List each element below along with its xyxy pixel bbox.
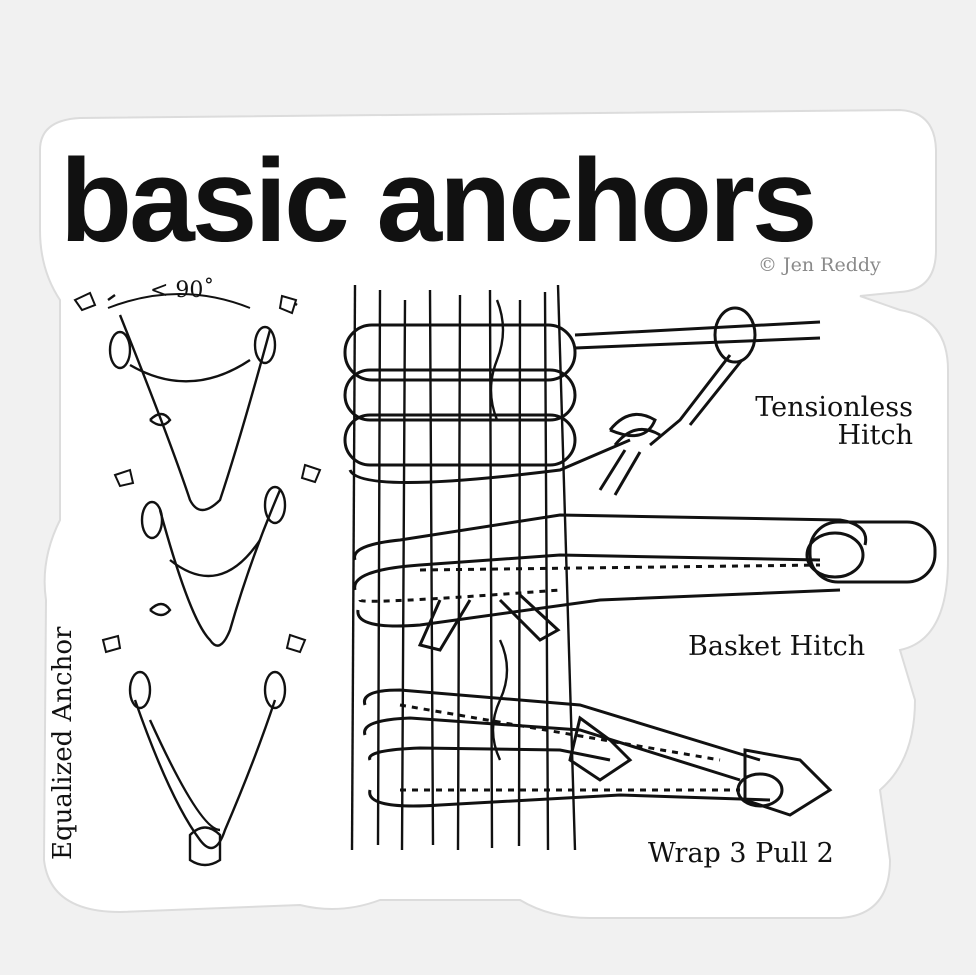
- wrap-three-pull-two: [362, 688, 833, 817]
- sticker-outline: [39, 108, 949, 919]
- tensionless-hitch-line2: Hitch: [837, 420, 913, 452]
- tensionless-hitch-line1: Tensionless: [755, 392, 913, 423]
- tensionless-hitch-wraps: [343, 306, 821, 496]
- sticker-title: basic anchors: [60, 135, 818, 267]
- basket-hitch-label: Basket Hitch: [688, 631, 866, 662]
- angle-label: < 90˚: [150, 278, 215, 303]
- angle-arrow: [107, 293, 251, 309]
- basket-hitch: [353, 513, 937, 652]
- wrap-three-pull-two-label: Wrap 3 Pull 2: [648, 838, 834, 869]
- tensionless-hitch-label: Tensionless Hitch: [735, 392, 913, 452]
- anchor-bolt-icons: [73, 291, 322, 654]
- artist-credit: © Jen Reddy: [758, 254, 881, 276]
- equalized-anchor-label: Equalized Anchor: [48, 626, 78, 860]
